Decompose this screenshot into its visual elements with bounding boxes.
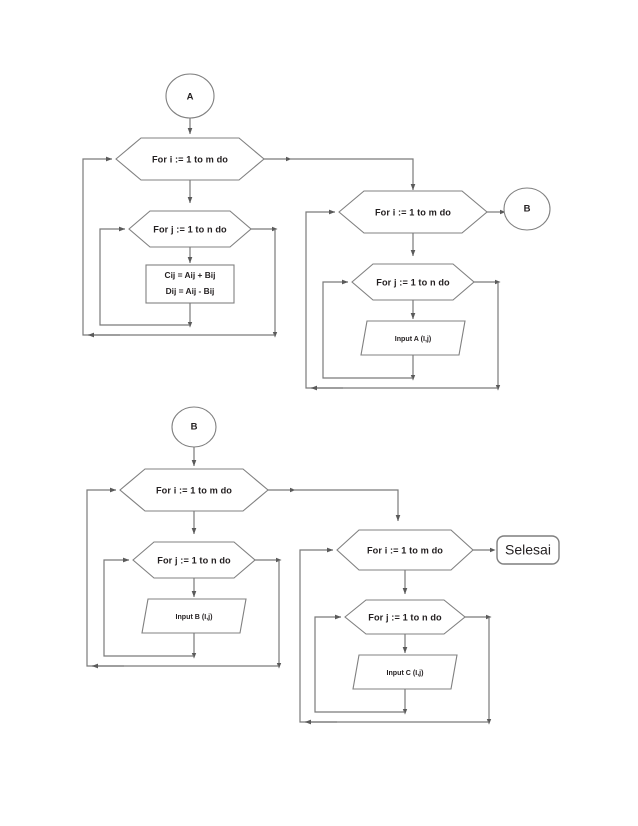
terminal-selesai-label: Selesai: [505, 542, 551, 558]
loop-i-label-1: For i := 1 to m do: [152, 154, 228, 164]
input-c-label: Input C (I,j): [386, 669, 424, 677]
input-a-parallelogram[interactable]: [360, 320, 466, 356]
loopback-j-2: [322, 279, 413, 379]
loopback-i-1: [82, 156, 275, 336]
loopback-i-3: [86, 487, 279, 667]
edge-block1-to-block2: [289, 158, 416, 191]
loop-i-label-2: For i := 1 to m do: [375, 207, 451, 217]
loopback-i-4: [299, 547, 489, 723]
process-text-line1: Cij = Aij + Bij: [165, 270, 216, 280]
loop-i-label-3: For i := 1 to m do: [156, 485, 232, 495]
input-c-parallelogram[interactable]: [352, 654, 458, 690]
terminal-selesai[interactable]: [496, 535, 560, 565]
loop-j-label-1: For j := 1 to n do: [153, 224, 227, 234]
block-compute: A For i := 1 to m do For j := 1 to n do …: [82, 73, 416, 338]
edge-block3-to-block4: [293, 489, 401, 522]
input-b-label: Input B (I,j): [175, 613, 213, 621]
connector-circle-a-label: A: [187, 92, 194, 103]
block-input-a: For i := 1 to m do B For j := 1 to n do …: [305, 187, 551, 391]
loopback-j-1: [99, 226, 190, 326]
process-text-line2: Dij = Aij - Bij: [166, 286, 215, 296]
loopback-j-3: [103, 557, 194, 657]
loop-j-label-4: For j := 1 to n do: [368, 612, 442, 622]
loopback-i-2: [305, 209, 498, 389]
loopback-j-4: [314, 614, 405, 713]
input-b-parallelogram[interactable]: [141, 598, 247, 634]
block-input-b: B For i := 1 to m do For j := 1 to n do …: [86, 406, 401, 669]
loop-i-label-4: For i := 1 to m do: [367, 545, 443, 555]
block-input-c: For i := 1 to m do Selesai For j := 1 to…: [299, 529, 560, 725]
connector-circle-b-top[interactable]: [503, 187, 551, 231]
connector-circle-b-bottom-label: B: [191, 422, 198, 433]
loop-j-label-2: For j := 1 to n do: [376, 277, 450, 287]
connector-circle-b-top-label: B: [524, 204, 531, 215]
input-a-label: Input A (I,j): [395, 335, 432, 343]
loop-j-label-3: For j := 1 to n do: [157, 555, 231, 565]
